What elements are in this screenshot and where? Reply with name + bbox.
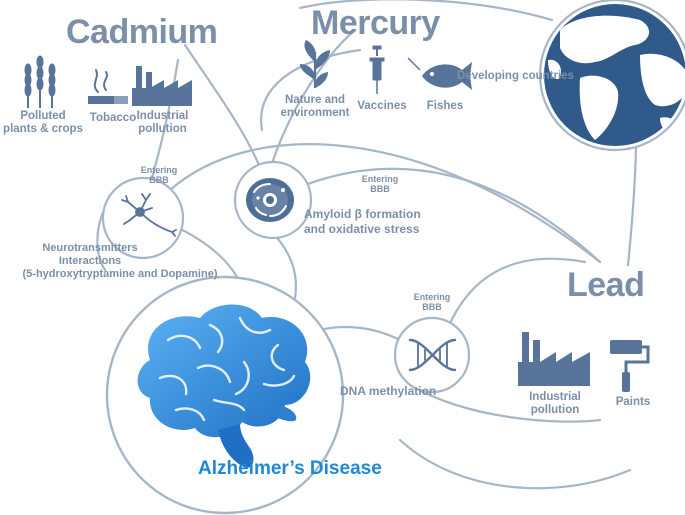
lead-to-dna-line bbox=[443, 257, 587, 337]
mercury-to-globe-line bbox=[298, 0, 554, 22]
cadmium-to-neuro-line bbox=[148, 58, 180, 187]
amyloid-label: Amyloid β formation and oxidative stress bbox=[304, 207, 421, 236]
bottom-right-arc bbox=[398, 438, 632, 490]
cigarette-icon bbox=[88, 69, 128, 104]
neuro-node bbox=[101, 176, 185, 260]
mercury-title: Mercury bbox=[311, 4, 440, 42]
plant-icon bbox=[300, 40, 330, 88]
cadmium-to-amyloid-line bbox=[183, 43, 264, 174]
developing-countries-label: Developing countries bbox=[457, 70, 574, 82]
syringe-icon bbox=[369, 45, 385, 94]
globe-icon bbox=[538, 0, 685, 152]
factory-icon bbox=[132, 66, 192, 106]
dna-to-brain-line bbox=[318, 325, 402, 342]
neurotransmitters-label: Neurotransmitters Interactions (5-hydrox… bbox=[22, 242, 218, 280]
cadmium-title: Cadmium bbox=[66, 13, 218, 51]
lead-factory-icon bbox=[518, 332, 590, 386]
lead-title: Lead bbox=[567, 266, 645, 304]
lead-bbb-label: Entering BBB bbox=[413, 292, 451, 312]
amyloid-to-lead-arc bbox=[303, 167, 602, 264]
vaccines-label: Vaccines bbox=[357, 100, 407, 112]
nature-arc-line bbox=[260, 48, 362, 132]
lead-industrial-label: Industrial pollution bbox=[529, 391, 581, 416]
cadmium-bbb-label: Entering BBB bbox=[140, 165, 178, 185]
mercury-to-amyloid-line bbox=[268, 28, 357, 172]
alzheimers-disease-label: Alzheimer’s Disease bbox=[198, 458, 382, 479]
left-outer-arc bbox=[96, 208, 107, 272]
dna-methylation-label: DNA methylation bbox=[340, 384, 437, 398]
fishes-label: Fishes bbox=[426, 100, 464, 112]
fish-icon bbox=[407, 57, 472, 90]
connection-lines bbox=[96, 0, 638, 490]
brain-icon bbox=[137, 304, 311, 468]
paint-roller-icon bbox=[610, 340, 650, 392]
cell-icon bbox=[246, 178, 294, 222]
neuro-to-lead-arc bbox=[168, 143, 602, 264]
wheat-icon bbox=[24, 55, 56, 108]
tobacco-label: Tobacco bbox=[89, 112, 137, 124]
nature-label: Nature and environment bbox=[280, 94, 350, 119]
paints-label: Paints bbox=[615, 396, 651, 408]
cadmium-industrial-label: Industrial pollution bbox=[136, 110, 189, 135]
neuron-icon bbox=[121, 193, 177, 237]
dna-icon bbox=[408, 338, 457, 372]
dna-to-lead-box-line bbox=[408, 383, 602, 423]
globe-to-lead-line bbox=[626, 146, 638, 267]
polluted-plants-label: Polluted plants & crops bbox=[3, 110, 83, 135]
mercury-bbb-label: Entering BBB bbox=[361, 174, 399, 194]
